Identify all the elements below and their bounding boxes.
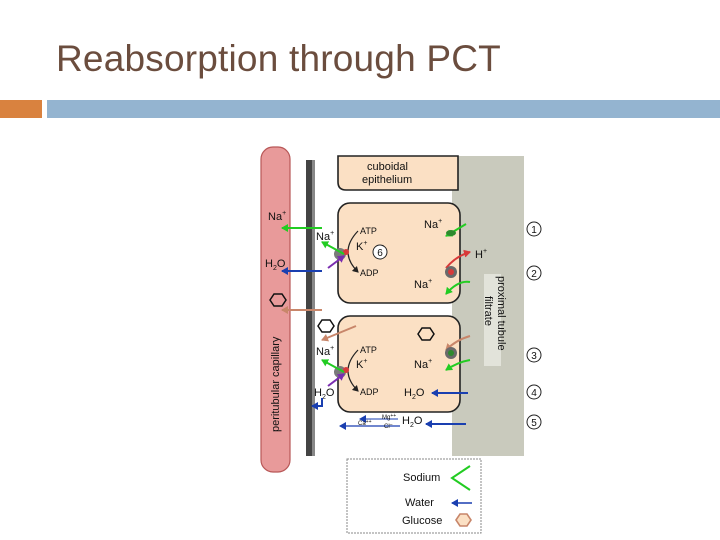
top-label-line2: epithelium — [362, 174, 412, 186]
svg-text:6: 6 — [377, 248, 383, 259]
top-label-line1: cuboidal — [367, 161, 408, 173]
capillary-water-label: H2O — [265, 258, 286, 272]
legend-glucose-icon — [455, 513, 472, 527]
upper-pump-k: K+ — [356, 240, 367, 253]
lower-pump-atp: ATP — [360, 345, 377, 355]
legend-sodium-symbol — [450, 465, 471, 491]
title-accent-bar — [0, 100, 42, 118]
lower-pump-k: K+ — [356, 358, 367, 371]
filtrate-label-line2: filtrate — [482, 296, 494, 326]
junction-cl-label: Cl– — [384, 422, 393, 430]
title-underline-bar — [47, 100, 720, 118]
svg-text:3: 3 — [531, 351, 537, 362]
upper-pump-atp: ATP — [360, 226, 377, 236]
antiporter-h: H+ — [475, 248, 487, 261]
basement-membrane — [306, 160, 312, 456]
svg-text:1: 1 — [531, 225, 537, 236]
junction-mg-label: Mg++ — [382, 413, 396, 421]
lower-pump-adp: ADP — [360, 387, 379, 397]
legend-water-label: Water — [405, 497, 434, 509]
step-marker-4: 4 — [526, 384, 542, 400]
step-marker-5: 5 — [526, 414, 542, 430]
lower-cell-glucose-right — [417, 327, 435, 341]
lower-pump-na: Na+ — [316, 345, 334, 358]
step-marker-3: 3 — [526, 347, 542, 363]
capillary-label: peritubular capillary — [270, 336, 282, 432]
upper-pump-na: Na+ — [316, 230, 334, 243]
junction-ca-label: Ca++ — [358, 419, 372, 427]
lower-cell-water-label: H2O — [404, 387, 425, 401]
basolateral-water-label: H2O — [314, 387, 335, 401]
slide-title: Reabsorption through PCT — [56, 38, 501, 79]
antiporter-na: Na+ — [414, 278, 432, 291]
paracellular-water-label: H2O — [402, 415, 423, 429]
upper-apical-na: Na+ — [424, 218, 442, 231]
upper-pump-adp: ADP — [360, 268, 379, 278]
svg-text:4: 4 — [531, 388, 537, 399]
capillary-glucose-icon — [269, 293, 287, 307]
step-marker-6: 6 — [372, 244, 388, 260]
svg-text:5: 5 — [531, 418, 537, 429]
capillary-na-label: Na+ — [268, 210, 286, 223]
svg-text:2: 2 — [531, 269, 537, 280]
symporter-na: Na+ — [414, 358, 432, 371]
step-marker-2: 2 — [526, 265, 542, 281]
legend-glucose-label: Glucose — [402, 515, 442, 527]
lower-cell-glucose-left — [317, 319, 335, 333]
top-cell — [337, 155, 459, 191]
filtrate-label-line1: proximal tubule — [495, 276, 507, 351]
step-marker-1: 1 — [526, 221, 542, 237]
legend-sodium-label: Sodium — [403, 472, 440, 484]
